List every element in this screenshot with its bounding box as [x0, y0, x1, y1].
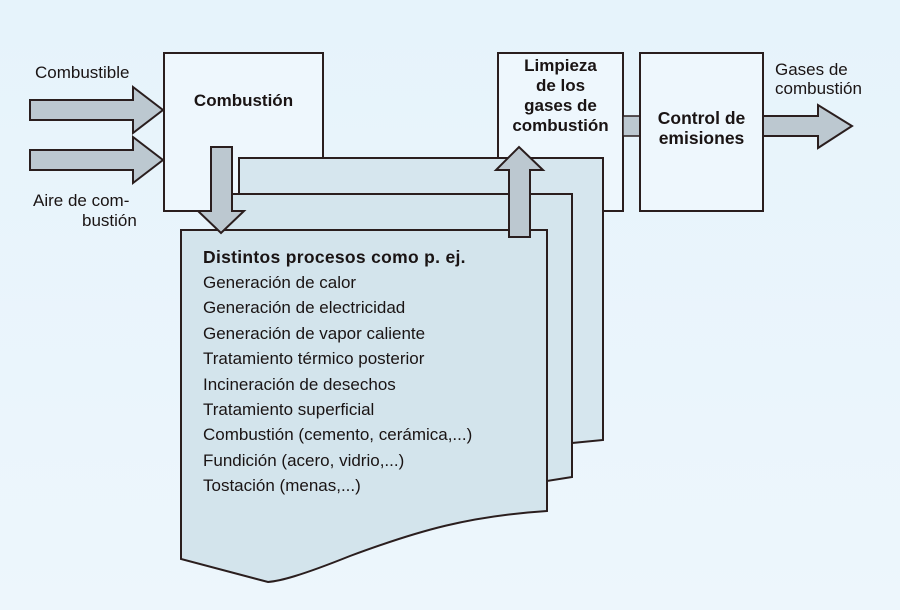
cleaning-title-line: gases de — [524, 96, 597, 115]
cleaning-title-line: combustión — [512, 116, 609, 135]
output-arrow — [762, 103, 854, 150]
air-arrow — [29, 134, 165, 186]
control-title: Control de emisiones — [640, 108, 763, 148]
process-item: Generación de calor — [203, 273, 357, 292]
cleaning-title: Limpieza de los gases de combustión — [498, 56, 623, 136]
process-item: Generación de vapor caliente — [203, 323, 426, 343]
control-title-line: emisiones — [658, 128, 745, 148]
combustion-title: Combustión — [193, 91, 294, 110]
process-item: Generación de electricidad — [203, 298, 406, 318]
process-item: Tostación (menas,...) — [203, 476, 361, 496]
process-item: Tratamiento térmico posterior — [203, 349, 425, 369]
process-item: Incineración de desechos — [203, 374, 396, 394]
process-list-title: Distintos procesos como p. ej. — [203, 247, 466, 267]
up-arrow — [493, 145, 546, 238]
output-label-line2: combustión — [775, 79, 862, 98]
process-item: Tratamiento superficial — [203, 400, 375, 420]
air-label-line1: Aire de com- — [33, 191, 130, 210]
cleaning-title-line: Limpieza — [524, 56, 597, 75]
process-item: Fundición (acero, vidrio,...) — [203, 450, 405, 470]
air-label-line2: bustión — [82, 211, 137, 230]
output-label-line1: Gases de — [775, 60, 848, 79]
fuel-label: Combustible — [35, 63, 130, 82]
fuel-arrow — [29, 84, 165, 136]
process-list: Distintos procesos como p. ej. Generació… — [203, 245, 472, 499]
control-title-line: Control de — [657, 108, 746, 128]
connector-cleaning-control — [622, 115, 641, 137]
control-box — [639, 52, 764, 212]
process-document-front — [180, 229, 548, 584]
process-item: Combustión (cemento, cerámica,...) — [203, 425, 473, 445]
down-arrow — [195, 146, 247, 235]
cleaning-title-line: de los — [535, 76, 586, 95]
